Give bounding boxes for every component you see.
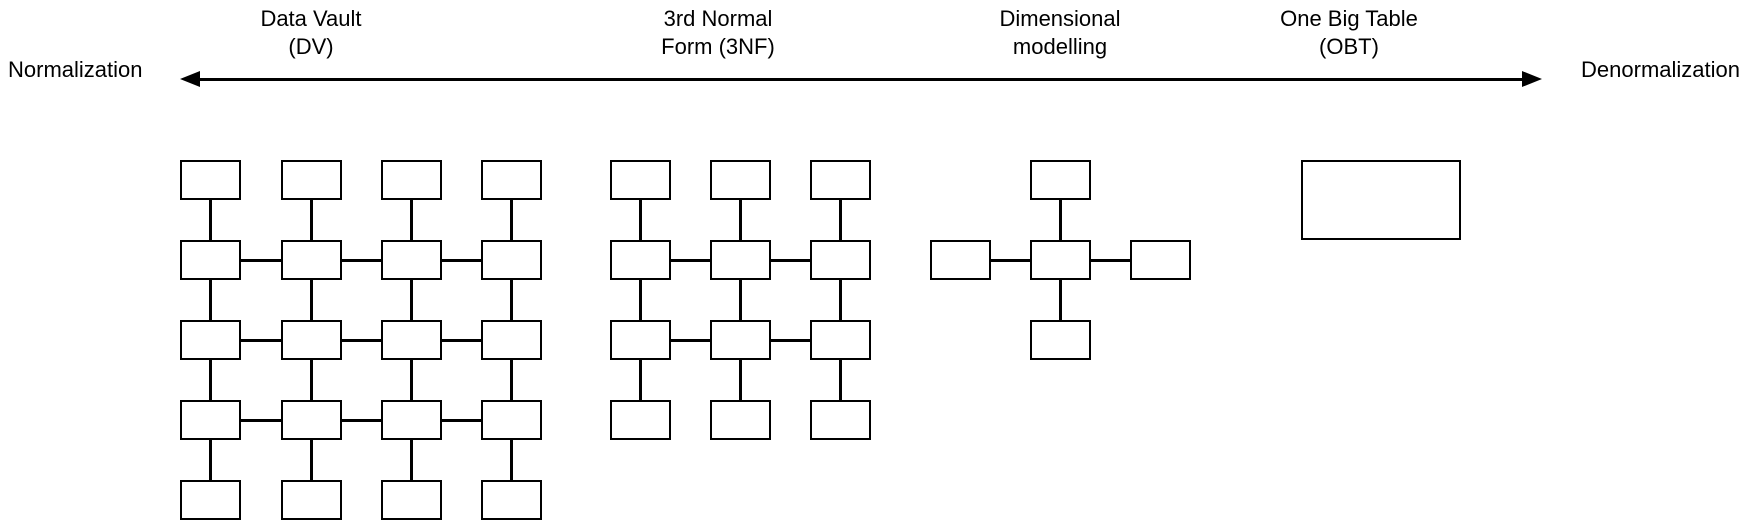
third-normal-form-entity-box — [610, 320, 671, 360]
third-normal-form-entity-box — [710, 160, 771, 200]
data-vault-entity-box — [481, 480, 542, 520]
connector-line — [241, 258, 281, 262]
connector-line — [510, 280, 513, 320]
group-label-line: (OBT) — [1319, 34, 1379, 59]
data-vault-entity-box — [381, 400, 442, 440]
connector-line — [510, 440, 513, 480]
group-label-line: Data Vault — [260, 6, 362, 31]
connector-line — [991, 258, 1030, 262]
data-vault-entity-box — [281, 400, 342, 440]
connector-line — [671, 338, 710, 342]
third-normal-form-entity-box — [710, 320, 771, 360]
connector-line — [839, 360, 842, 400]
data-vault-entity-box — [180, 480, 241, 520]
connector-line — [310, 200, 313, 240]
data-vault-entity-box — [381, 160, 442, 200]
connector-line — [342, 258, 381, 262]
connector-line — [442, 418, 481, 422]
connector-line — [310, 440, 313, 480]
group-label-one-big-table: One Big Table (OBT) — [1189, 5, 1509, 61]
connector-line — [1059, 280, 1062, 320]
connector-line — [510, 200, 513, 240]
group-label-data-vault: Data Vault (DV) — [151, 5, 471, 61]
group-label-line: 3rd Normal — [663, 6, 773, 31]
third-normal-form-entity-box — [610, 240, 671, 280]
connector-line — [771, 258, 810, 262]
data-vault-entity-box — [281, 240, 342, 280]
data-vault-entity-box — [381, 320, 442, 360]
group-label-line: (DV) — [288, 34, 334, 59]
connector-line — [739, 360, 742, 400]
connector-line — [310, 360, 313, 400]
connector-line — [639, 280, 642, 320]
data-vault-entity-box — [180, 400, 241, 440]
connector-line — [410, 280, 413, 320]
data-vault-entity-box — [481, 320, 542, 360]
dimension-table-box — [1030, 160, 1091, 200]
third-normal-form-entity-box — [610, 160, 671, 200]
connector-line — [209, 200, 212, 240]
connector-line — [739, 280, 742, 320]
connector-line — [739, 200, 742, 240]
arrowhead-right-icon — [1522, 71, 1542, 87]
connector-line — [410, 440, 413, 480]
connector-line — [639, 200, 642, 240]
connector-line — [209, 360, 212, 400]
connector-line — [410, 200, 413, 240]
fact-table-box — [1030, 240, 1091, 280]
data-vault-entity-box — [180, 160, 241, 200]
axis-label-normalization: Normalization — [8, 57, 143, 82]
third-normal-form-entity-box — [810, 240, 871, 280]
connector-line — [410, 360, 413, 400]
connector-line — [839, 200, 842, 240]
connector-line — [839, 280, 842, 320]
third-normal-form-entity-box — [610, 400, 671, 440]
connector-line — [241, 338, 281, 342]
third-normal-form-entity-box — [810, 160, 871, 200]
data-vault-entity-box — [481, 400, 542, 440]
one-big-table-box — [1301, 160, 1461, 240]
group-label-line: One Big Table — [1280, 6, 1418, 31]
connector-line — [771, 338, 810, 342]
connector-line — [342, 418, 381, 422]
data-vault-entity-box — [481, 160, 542, 200]
connector-line — [442, 338, 481, 342]
data-vault-entity-box — [481, 240, 542, 280]
connector-line — [1059, 200, 1062, 240]
connector-line — [442, 258, 481, 262]
connector-line — [671, 258, 710, 262]
data-vault-entity-box — [281, 480, 342, 520]
spectrum-axis-arrow — [192, 77, 1530, 81]
data-vault-entity-box — [381, 480, 442, 520]
data-vault-entity-box — [281, 160, 342, 200]
group-label-line: Form (3NF) — [661, 34, 775, 59]
group-label-line: modelling — [1012, 34, 1108, 59]
dimension-table-box — [1030, 320, 1091, 360]
third-normal-form-entity-box — [710, 240, 771, 280]
third-normal-form-entity-box — [810, 400, 871, 440]
dimension-table-box — [930, 240, 991, 280]
connector-line — [342, 338, 381, 342]
dimension-table-box — [1130, 240, 1191, 280]
third-normal-form-entity-box — [710, 400, 771, 440]
data-vault-entity-box — [281, 320, 342, 360]
data-vault-entity-box — [180, 240, 241, 280]
connector-line — [510, 360, 513, 400]
axis-label-denormalization: Denormalization — [1581, 57, 1740, 82]
data-vault-entity-box — [381, 240, 442, 280]
third-normal-form-entity-box — [810, 320, 871, 360]
connector-line — [1091, 258, 1130, 262]
arrowhead-left-icon — [180, 71, 200, 87]
connector-line — [310, 280, 313, 320]
group-label-line: Dimensional — [999, 6, 1121, 31]
connector-line — [209, 440, 212, 480]
group-label-dimensional-modelling: Dimensional modelling — [900, 5, 1220, 61]
connector-line — [209, 280, 212, 320]
connector-line — [639, 360, 642, 400]
data-vault-entity-box — [180, 320, 241, 360]
connector-line — [241, 418, 281, 422]
